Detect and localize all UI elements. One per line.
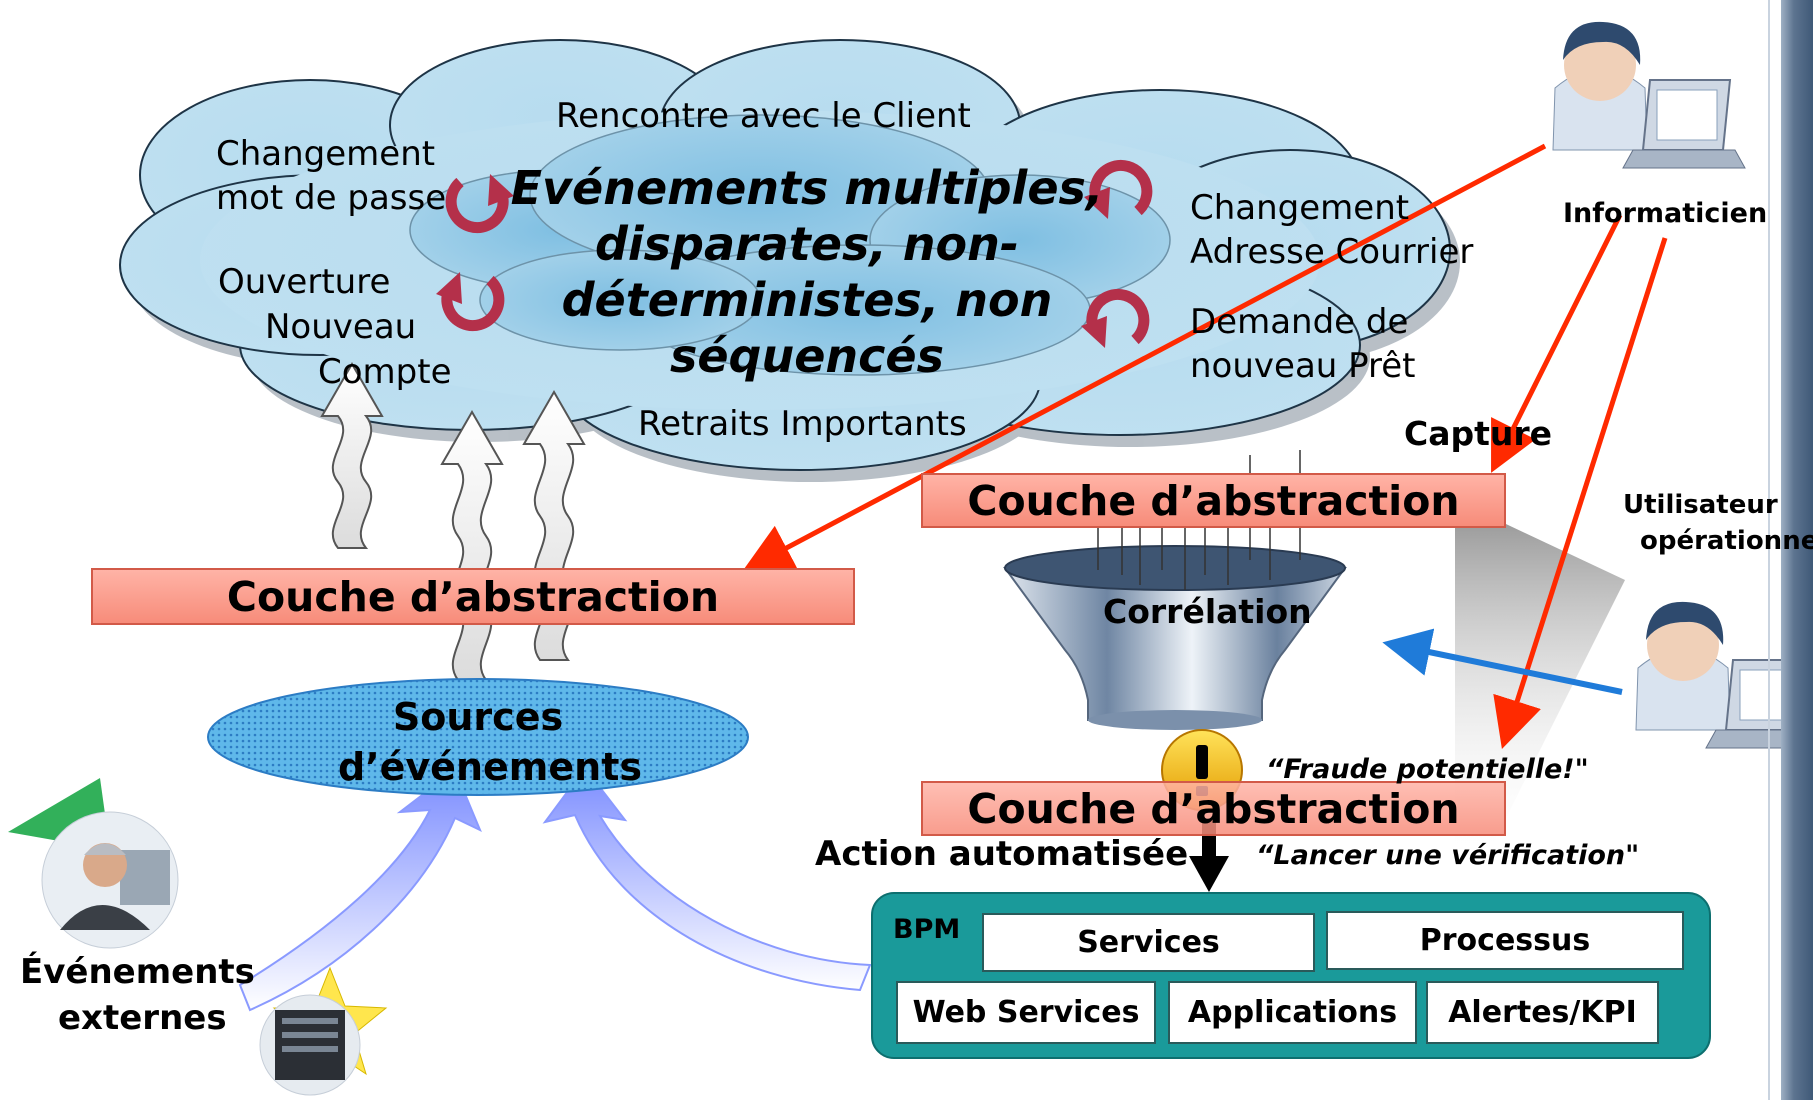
blue-arrow (1382, 628, 1623, 695)
bpm-title: BPM (893, 914, 961, 945)
event-account-label-3: Compte (318, 352, 452, 392)
verify-label: “Lancer une vérification" (1256, 840, 1640, 871)
event-account-label-2: Nouveau (265, 307, 417, 347)
event-cloud (119, 39, 1460, 482)
operational-user-label-2: opérationnel (1640, 526, 1813, 556)
cloud-title: Evénements multiples, disparates, non-dé… (510, 161, 1104, 383)
fraud-label: “Fraude potentielle!" (1266, 754, 1589, 785)
bpm-applications: Applications (1168, 981, 1417, 1044)
event-sources-ellipse (207, 678, 749, 796)
informaticien-label: Informaticien (1563, 198, 1768, 229)
external-events-label-2: externes (58, 998, 227, 1038)
businessman-icon (8, 778, 179, 949)
abstraction-layer-right-bottom: Couche d’abstraction (921, 781, 1506, 836)
cycle-arrow-icon (436, 272, 505, 332)
abstraction-layer-right-top: Couche d’abstraction (921, 473, 1506, 528)
capture-label: Capture (1404, 414, 1553, 453)
server-icon (259, 966, 388, 1096)
event-withdrawals-label: Retraits Importants (638, 404, 967, 444)
event-address-label-1: Changement (1190, 188, 1410, 228)
bpm-processus: Processus (1326, 911, 1684, 970)
cycle-arrow-icon (1081, 288, 1150, 348)
side-line (1768, 0, 1770, 1100)
event-loan-label-2: nouveau Prêt (1190, 346, 1416, 386)
event-password-label-2: mot de passe (216, 178, 447, 218)
user-laptop-icon (1552, 21, 1746, 169)
bpm-web-services: Web Services (896, 981, 1156, 1044)
bpm-alertes-kpi: Alertes/KPI (1426, 981, 1659, 1044)
correlation-funnel (1003, 545, 1347, 730)
action-label: Action automatisée (815, 834, 1189, 874)
incoming-event-arrows (238, 766, 872, 1012)
operator-beam (1455, 500, 1625, 860)
correlation-label: Corrélation (1103, 592, 1312, 631)
external-events-label-1: Événements (20, 952, 255, 992)
operational-user-label-1: Utilisateur (1623, 490, 1778, 520)
event-account-label-1: Ouverture (218, 262, 391, 302)
event-loan-label-1: Demande de (1190, 302, 1409, 342)
red-arrows (742, 143, 1668, 750)
cycle-arrow-icon (1084, 159, 1153, 219)
cycle-arrow-icon (445, 174, 514, 234)
event-client-label: Rencontre avec le Client (556, 96, 971, 136)
event-address-label-2: Adresse Courrier (1190, 232, 1474, 272)
event-password-label-1: Changement (216, 134, 436, 174)
bpm-services: Services (982, 913, 1315, 972)
slide-sidebar (1781, 0, 1813, 1100)
abstraction-layer-left: Couche d’abstraction (91, 568, 855, 625)
sources-label: Sources d’événements (338, 695, 642, 789)
